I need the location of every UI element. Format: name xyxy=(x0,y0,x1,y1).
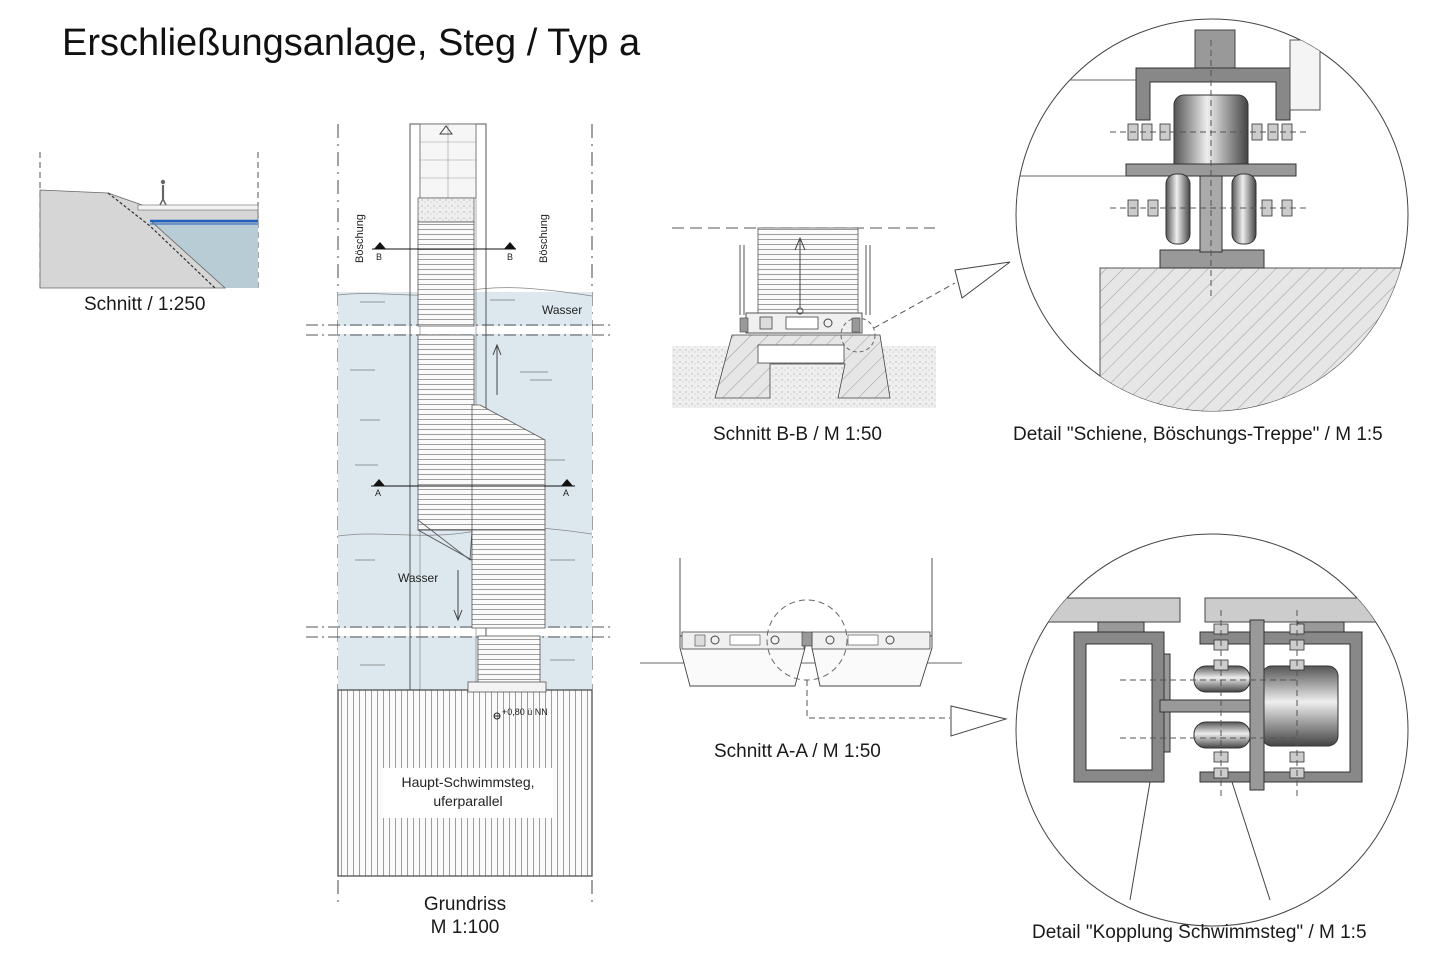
pontoon-label-line1: Haupt-Schwimmsteg, xyxy=(401,774,535,790)
detail-coupling-caption: Detail "Kopplung Schwimmsteg" / M 1:5 xyxy=(1032,922,1367,943)
detail-rail-circle xyxy=(1015,18,1409,412)
plan-label-wasser-top: Wasser xyxy=(542,303,583,317)
detail-coupling-circle xyxy=(1015,533,1409,927)
section-marker-b-right: B xyxy=(507,252,514,262)
section-marker-a-right: A xyxy=(563,488,570,498)
plan-caption-line2: M 1:100 xyxy=(430,917,500,938)
section-bb-caption: Schnitt B-B / M 1:50 xyxy=(713,424,882,445)
small-section xyxy=(39,152,259,289)
plan-label-boeschung-left: Böschung xyxy=(354,214,366,263)
level-note: +0,80 ü NN xyxy=(502,707,548,717)
section-aa-caption: Schnitt A-A / M 1:50 xyxy=(714,741,881,762)
sheet-title: Erschließungsanlage, Steg / Typ a xyxy=(62,22,641,64)
plan-view xyxy=(306,123,612,905)
section-marker-a-left: A xyxy=(375,488,382,498)
small-section-caption: Schnitt / 1:250 xyxy=(84,294,206,315)
section-bb xyxy=(672,227,1011,408)
section-marker-b-left: B xyxy=(376,252,383,262)
section-aa xyxy=(640,558,1008,737)
detail-rail-caption: Detail "Schiene, Böschungs-Treppe" / M 1… xyxy=(1013,424,1383,445)
plan-caption-line1: Grundriss xyxy=(423,894,507,915)
pontoon-label-line2: uferparallel xyxy=(433,793,503,809)
level-marker-icon xyxy=(493,712,501,720)
plan-label-wasser-mid: Wasser xyxy=(398,571,439,585)
plan-label-boeschung-right: Böschung xyxy=(538,214,550,263)
person-figure-icon xyxy=(159,179,167,206)
